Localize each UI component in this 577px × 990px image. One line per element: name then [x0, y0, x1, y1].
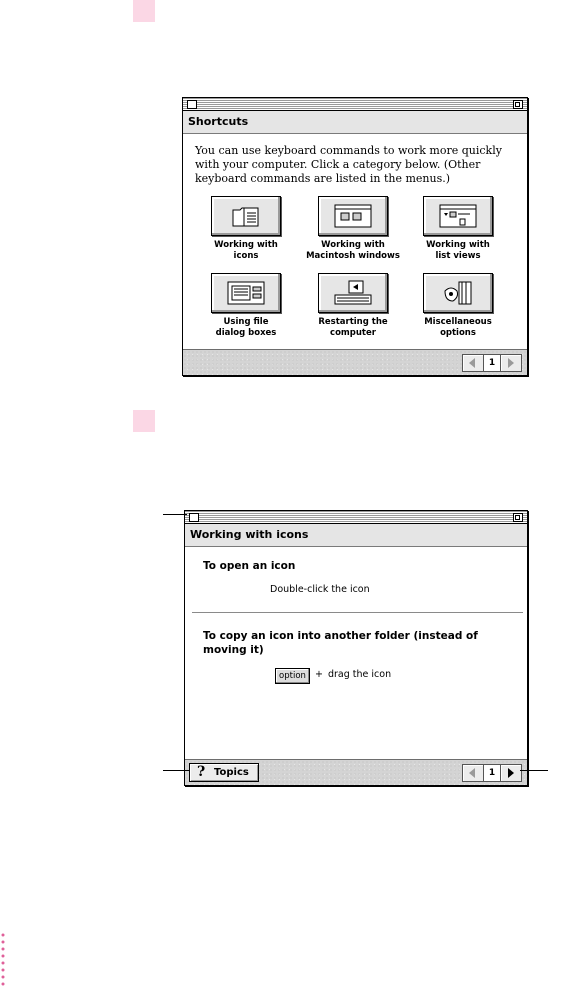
- category-label: Macintosh windows: [306, 251, 400, 261]
- next-page-button[interactable]: [500, 354, 522, 372]
- category-label: computer: [330, 328, 376, 338]
- window-footer: 1: [183, 349, 527, 375]
- section-heading-copy-cont: moving it): [203, 644, 264, 656]
- intro-text: You can use keyboard commands to work mo…: [195, 144, 502, 185]
- category-working-with-list-views[interactable]: Working with list views: [410, 196, 506, 262]
- category-button[interactable]: [211, 273, 281, 313]
- category-label: dialog boxes: [215, 328, 277, 338]
- close-box-icon[interactable]: [187, 100, 197, 109]
- zoom-box-icon[interactable]: [513, 100, 523, 109]
- title-bar[interactable]: [185, 511, 527, 524]
- section-text-open: Double-click the icon: [270, 584, 370, 595]
- callout-line: [520, 770, 548, 771]
- callout-line: [163, 514, 187, 515]
- page-navigator: 1: [462, 764, 522, 782]
- section-text-copy: drag the icon: [328, 669, 392, 680]
- category-working-with-windows[interactable]: Working with Macintosh windows: [305, 196, 401, 262]
- category-button[interactable]: [318, 196, 388, 236]
- left-arrow-icon: [469, 768, 475, 778]
- list-view-icon: [439, 204, 477, 228]
- topics-button[interactable]: ? Topics: [189, 763, 259, 782]
- right-arrow-icon: [508, 768, 514, 778]
- title-bar[interactable]: [183, 98, 527, 111]
- page-navigator: 1: [462, 354, 522, 372]
- category-working-with-icons[interactable]: Working with icons: [198, 196, 294, 262]
- next-page-button[interactable]: [500, 764, 522, 782]
- category-using-file-dialog-boxes[interactable]: Using file dialog boxes: [198, 273, 294, 339]
- misc-options-icon: [444, 281, 472, 305]
- category-label: icons: [233, 251, 259, 261]
- step-marker: [133, 0, 155, 22]
- category-restarting-the-computer[interactable]: Restarting the computer: [305, 273, 401, 339]
- computer-icon: [334, 280, 372, 305]
- shortcuts-window: Shortcuts You can use keyboard commands …: [182, 97, 528, 376]
- category-label: Working with: [214, 240, 278, 250]
- right-arrow-icon: [508, 358, 514, 368]
- section-heading-open: To open an icon: [203, 560, 296, 572]
- section-divider: [192, 612, 523, 613]
- left-arrow-icon: [469, 358, 475, 368]
- file-dialog-icon: [227, 281, 265, 305]
- window-title: Working with icons: [185, 524, 527, 547]
- close-box-icon[interactable]: [189, 513, 199, 522]
- folder-document-icon: [232, 207, 259, 227]
- working-with-icons-window: Working with icons To open an icon Doubl…: [184, 510, 528, 786]
- category-button[interactable]: [423, 273, 493, 313]
- category-miscellaneous-options[interactable]: Miscellaneous options: [410, 273, 506, 339]
- zoom-box-icon[interactable]: [513, 513, 523, 522]
- category-button[interactable]: [211, 196, 281, 236]
- page-number: 1: [484, 354, 500, 372]
- plus-sign: +: [315, 669, 323, 680]
- section-heading-copy: To copy an icon into another folder (ins…: [203, 630, 478, 642]
- window-title: Shortcuts: [183, 111, 527, 134]
- window-icon: [334, 204, 372, 228]
- category-label: Working with: [321, 240, 385, 250]
- page-number: 1: [484, 764, 500, 782]
- category-label: Restarting the: [318, 317, 388, 327]
- page-edge-dots: [1, 933, 5, 986]
- category-button[interactable]: [423, 196, 493, 236]
- previous-page-button[interactable]: [462, 764, 484, 782]
- window-footer: ? Topics 1: [185, 759, 527, 785]
- category-label: Working with: [426, 240, 490, 250]
- category-label: list views: [435, 251, 481, 261]
- category-label: options: [440, 328, 476, 338]
- previous-page-button[interactable]: [462, 354, 484, 372]
- callout-line: [163, 770, 189, 771]
- category-button[interactable]: [318, 273, 388, 313]
- step-marker: [133, 410, 155, 432]
- topics-label: Topics: [214, 767, 249, 778]
- category-label: Miscellaneous: [424, 317, 492, 327]
- option-key: option: [275, 668, 310, 684]
- category-label: Using file: [223, 317, 269, 327]
- question-mark-icon: ?: [197, 764, 206, 780]
